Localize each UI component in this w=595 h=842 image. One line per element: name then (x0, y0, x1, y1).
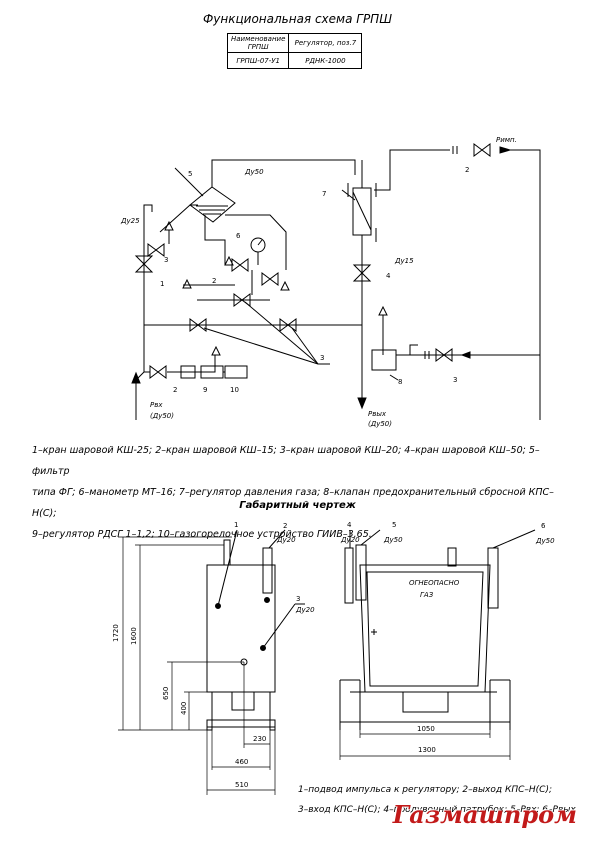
pos-7: 7 (322, 190, 326, 198)
legend-line: 9–регулятор РДСГ 1–1,2; 10–газогорелочно… (32, 529, 372, 540)
legend-line: 1–кран шаровой КШ-25; 2–кран шаровой КШ–… (32, 445, 540, 477)
pos-10: 10 (230, 386, 239, 394)
label-p-out: Pвых (368, 410, 387, 418)
dim-1600: 1600 (130, 627, 138, 645)
pos-5: 5 (188, 170, 192, 178)
pos-3-b: 3 (320, 354, 324, 362)
pos-3-a: 3 (164, 256, 168, 264)
scheme-text: Pимп. Ду50 Ду25 Ду15 Pвх (Ду50) Pвых (Ду… (120, 136, 517, 428)
s-dn50-a: Ду50 (383, 536, 403, 544)
g-pos-3: 3 (296, 595, 300, 603)
flow-arrows (131, 146, 512, 410)
label-p-imp: Pимп. (496, 136, 517, 144)
dim-510: 510 (235, 781, 248, 789)
pos-4: 4 (386, 272, 391, 280)
regulator-symbol (352, 187, 372, 236)
pos-2-a: 2 (212, 277, 216, 285)
gabarit-text: 1 2 3 Ду20 Ду20 1720 1600 650 400 230 46… (112, 521, 555, 789)
s-dn50-b: Ду50 (535, 537, 555, 545)
leader-lines (174, 167, 399, 381)
side-dimensions (339, 692, 511, 760)
spec-cell-regulator: РДНК-1000 (288, 52, 363, 69)
vent-arrows (164, 220, 388, 356)
filter-symbol (189, 186, 236, 223)
manometer-symbol (250, 237, 266, 265)
pos-1: 1 (160, 280, 164, 288)
g-dn20-a: Ду20 (276, 536, 296, 544)
legend-bottom: 1–подвод импульса к регулятору; 2–выход … (298, 780, 595, 820)
front-dimensions (118, 536, 276, 795)
dim-460: 460 (235, 758, 248, 766)
spec-cell-model: ГРПШ-07-У1 (226, 52, 290, 69)
label-p-in-dn: (Ду50) (150, 412, 174, 420)
pos-2-c: 2 (173, 386, 177, 394)
warning-line1: ОГНЕОПАСНО (409, 579, 460, 587)
g-pos-1: 1 (234, 521, 238, 529)
legend-line: 3–вход КПС–Н(С); 4–продувочный патрубок;… (298, 805, 576, 815)
s-pos-4: 4 (347, 521, 352, 529)
diagram-title: Функциональная схема ГРПШ (202, 12, 393, 26)
legend-line: 1–подвод импульса к регулятору; 2–выход … (298, 785, 553, 795)
watermark-logo: Газмашпром (392, 800, 577, 829)
pos-2-b: 2 (465, 166, 469, 174)
label-p-in: Pвх (150, 401, 163, 409)
legend-line: типа ФГ; 6–манометр МТ–16; 7–регулятор д… (32, 487, 554, 519)
dim-1720: 1720 (112, 624, 120, 642)
dim-1050: 1050 (417, 725, 435, 733)
label-p-out-dn: (Ду50) (368, 420, 392, 428)
dim-650: 650 (162, 687, 170, 700)
label-dn50-top: Ду50 (244, 168, 264, 176)
pos-3-c: 3 (453, 376, 457, 384)
dim-230: 230 (253, 735, 266, 743)
equipment-boxes (167, 344, 418, 379)
valve-symbols (134, 143, 491, 379)
s-pos-6: 6 (541, 522, 546, 530)
spec-table: Наименование ГРПШ Регулятор, поз.7 ГРПШ-… (226, 33, 363, 69)
front-view (206, 529, 305, 731)
side-view (339, 529, 536, 730)
pos-8: 8 (398, 378, 402, 386)
s-pos-5: 5 (392, 521, 396, 529)
g-dn20-b: Ду20 (295, 606, 315, 614)
warning-line2: ГАЗ (420, 591, 434, 599)
dim-1300: 1300 (418, 746, 436, 754)
label-dn15: Ду15 (394, 257, 414, 265)
g-pos-2: 2 (283, 522, 287, 530)
label-dn25: Ду25 (120, 217, 140, 225)
dim-400: 400 (180, 702, 188, 715)
drawing-subtitle: Габаритный чертеж (239, 500, 356, 511)
pos-9: 9 (203, 386, 207, 394)
main-piping (135, 149, 541, 420)
flange-marks (347, 146, 458, 359)
legend-main: 1–кран шаровой КШ-25; 2–кран шаровой КШ–… (32, 440, 577, 545)
pos-6: 6 (236, 232, 241, 240)
s-dn20: Ду20 (340, 536, 360, 544)
